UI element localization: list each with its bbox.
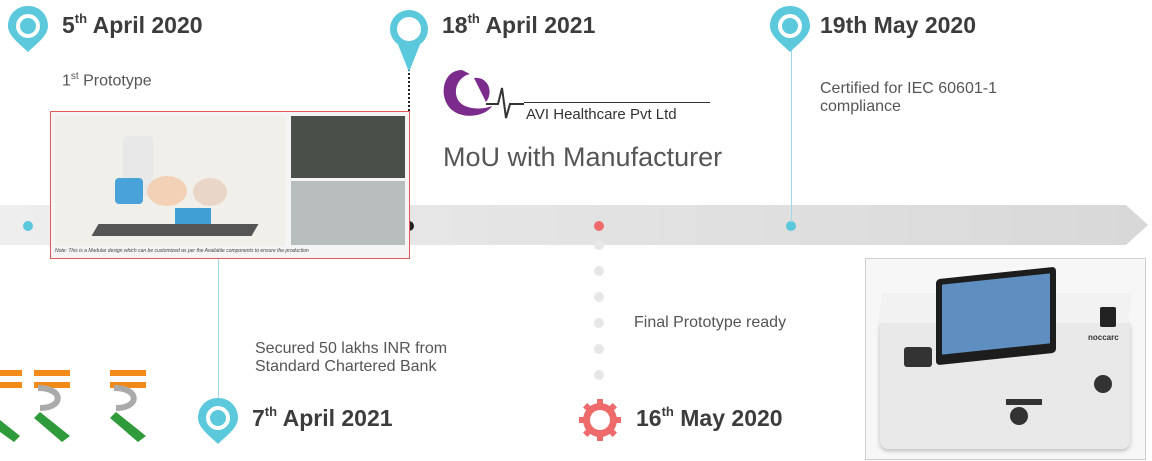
milestone-2-desc: MoU with Manufacturer [443, 142, 723, 172]
dotted-connector-5 [594, 240, 604, 380]
prototype-diagram [55, 116, 285, 246]
milestone-3-date: 19th May 2020 [820, 12, 976, 38]
avi-logo-text: AVI Healthcare Pvt Ltd [526, 106, 677, 123]
location-pin-icon [388, 8, 430, 74]
prototype-photo-2 [291, 181, 405, 245]
connector-3 [791, 38, 792, 222]
rupee-icon [0, 362, 170, 442]
prototype-image: Note: This is a Modular design which can… [50, 111, 410, 259]
milestone-1-desc: 1st Prototype [62, 71, 152, 90]
milestone-5-date: 16th May 2020 [636, 404, 783, 431]
milestone-5-desc: Final Prototype ready [634, 314, 787, 331]
milestone-4-date: 7th April 2021 [252, 404, 393, 431]
location-pin-icon [6, 4, 50, 54]
timeline-dot-3 [594, 221, 604, 231]
avi-healthcare-logo: AVI Healthcare Pvt Ltd [434, 58, 712, 130]
location-pin-icon [196, 396, 240, 446]
location-pin-icon [768, 4, 812, 54]
milestone-2-date: 18th April 2021 [442, 11, 596, 38]
prototype-note: Note: This is a Modular design which can… [55, 248, 309, 254]
connector-4 [218, 258, 219, 398]
gear-pin-icon [578, 398, 622, 442]
final-device-image: noccarc [865, 258, 1146, 460]
milestone-1-date: 5th April 2020 [62, 11, 203, 38]
prototype-photo-1 [291, 116, 405, 178]
device-brand: noccarc [1088, 333, 1119, 342]
timeline-dot-1 [23, 221, 33, 231]
milestone-4-desc: Secured 50 lakhs INR from Standard Chart… [255, 340, 448, 375]
timeline-dot-4 [786, 221, 796, 231]
milestone-3-desc: Certified for IEC 60601-1 compliance [820, 80, 997, 115]
